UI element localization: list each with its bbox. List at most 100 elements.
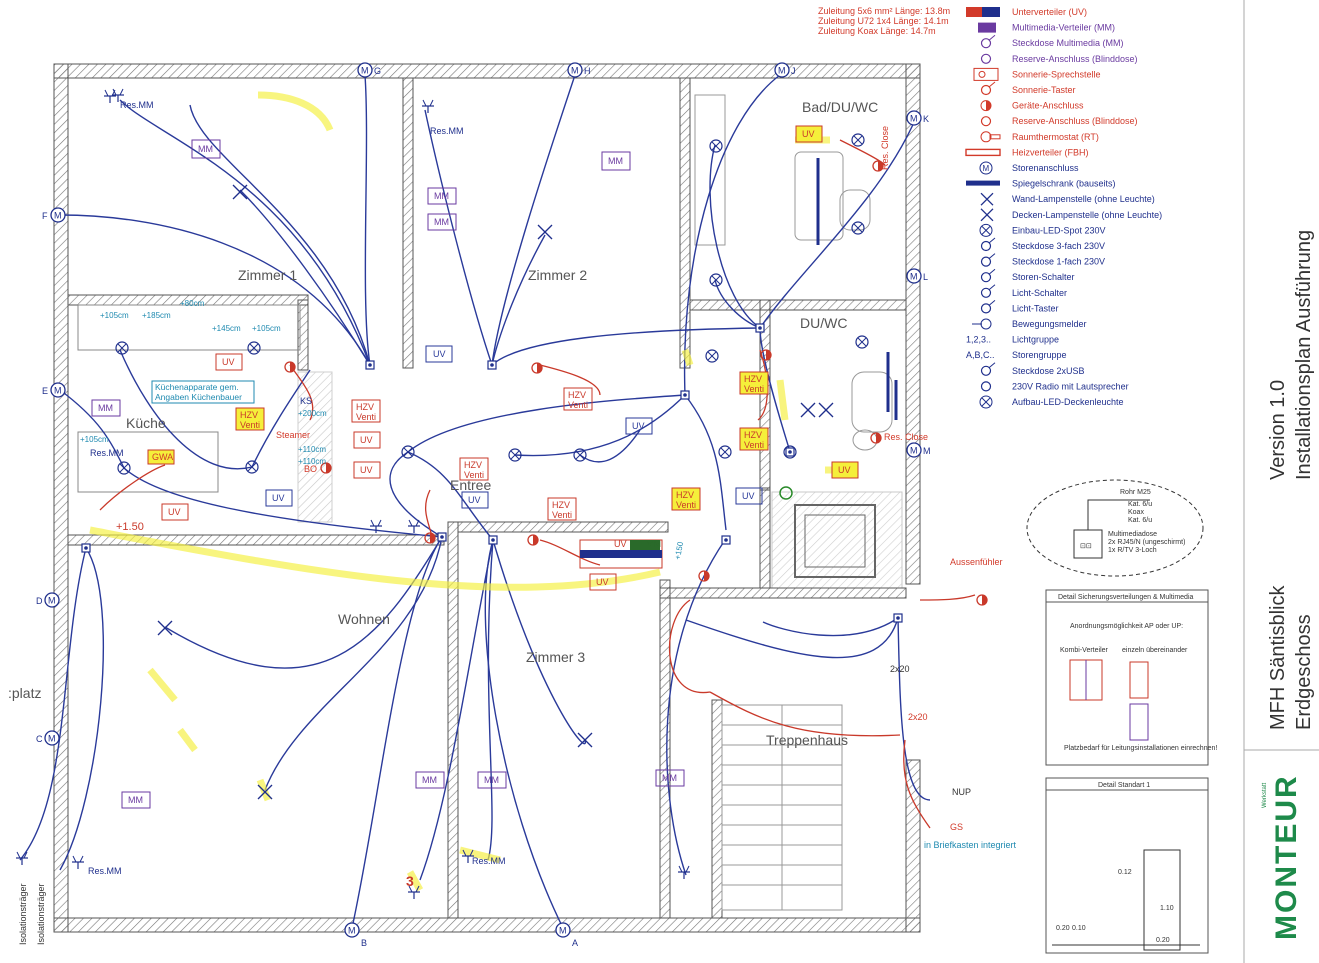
device-outlet-icon bbox=[527, 534, 539, 546]
junction-box-icon bbox=[488, 535, 498, 545]
svg-text:MM: MM bbox=[98, 403, 113, 413]
legend-label: Sonnerie-Sprechstelle bbox=[1012, 69, 1101, 79]
light-button-icon bbox=[980, 300, 996, 314]
legend-row: Heizverteiler (FBH) bbox=[965, 147, 1089, 157]
feed-info: Zuleitung 5x6 mm² Länge: 13.8m Zuleitung… bbox=[818, 6, 950, 36]
detail-text: Kombi-Verteiler bbox=[1060, 647, 1109, 654]
svg-text:1,2,3..: 1,2,3.. bbox=[966, 335, 991, 345]
mirror-cabinet-icon bbox=[966, 180, 1000, 186]
uv-box: UV bbox=[625, 417, 653, 435]
ceiling-lamp-icon bbox=[577, 732, 593, 748]
multimedia-box-line: 2x RJ45/N (ungeschirmt) bbox=[1108, 539, 1185, 546]
mm-box: MM bbox=[427, 187, 457, 205]
fridge-label: KS bbox=[300, 396, 312, 406]
legend-row: Geräte-Anschluss bbox=[980, 100, 1084, 112]
legend-label: Storen-Schalter bbox=[1012, 272, 1075, 282]
feed-line: Zuleitung Koax Länge: 14.7m bbox=[818, 26, 936, 36]
kitchen-appliance-note: Küchenapparate gem. bbox=[155, 382, 239, 392]
legend-row: Raumthermostat (RT) bbox=[980, 131, 1099, 143]
isolation-carrier-label-1: Isolationsträger bbox=[18, 883, 28, 945]
device-outlet-icon bbox=[320, 462, 332, 474]
svg-text:Venti: Venti bbox=[676, 500, 696, 510]
height-dim: +200cm bbox=[298, 409, 327, 418]
svg-text:UV: UV bbox=[222, 357, 235, 367]
title-block: Version 1.0 Installationsplan Ausführung… bbox=[1243, 0, 1319, 963]
staircase bbox=[721, 704, 843, 911]
svg-text:M: M bbox=[54, 211, 62, 221]
legend-label: Raumthermostat (RT) bbox=[1012, 132, 1099, 142]
blind-marker-letter: B bbox=[361, 938, 367, 948]
wiring-red bbox=[99, 139, 976, 829]
mm-box: MM bbox=[427, 213, 457, 231]
legend-label: Aufbau-LED-Deckenleuchte bbox=[1012, 397, 1124, 407]
light-switch-icon bbox=[980, 284, 996, 298]
device-outlet-icon bbox=[760, 349, 772, 361]
led-spot-icon bbox=[851, 221, 865, 235]
svg-text:MM: MM bbox=[198, 144, 213, 154]
blind-marker-letter: F bbox=[42, 211, 48, 221]
svg-text:M: M bbox=[983, 164, 990, 173]
legend-row: Reserve-Anschluss (Blinddose) bbox=[980, 53, 1138, 64]
multimedia-box-line: 1x R/TV 3-Loch bbox=[1108, 547, 1157, 554]
legend-label: Steckdose 3-fach 230V bbox=[1012, 241, 1105, 251]
blind-group-text: A,B,C.. bbox=[966, 350, 995, 360]
blind-switch-icon bbox=[980, 268, 996, 283]
mm-box: MM bbox=[91, 399, 121, 417]
legend: Unterverteiler (UV)Multimedia-Verteiler … bbox=[965, 7, 1162, 409]
outdoor-sensor-label: Aussenfühler bbox=[950, 557, 1003, 567]
height-dim: +110cm bbox=[298, 457, 326, 466]
legend-row: Bewegungsmelder bbox=[972, 318, 1087, 330]
svg-text:Venti: Venti bbox=[552, 510, 572, 520]
blind-marker-letter: A bbox=[572, 938, 578, 948]
blind-marker: MF bbox=[42, 207, 66, 223]
svg-text:A,B,C..: A,B,C.. bbox=[966, 350, 995, 360]
dishwasher-label: GWA bbox=[152, 452, 173, 462]
ceiling-lamp-icon bbox=[257, 784, 273, 800]
elevator-shaft bbox=[771, 491, 903, 589]
svg-text:Venti: Venti bbox=[744, 440, 764, 450]
mm-box: MM bbox=[415, 771, 445, 789]
uv-box: UV bbox=[215, 353, 243, 371]
mm-box: MM bbox=[655, 769, 685, 787]
detail-multimedia: ⊡⊡ Rohr M25 Kat. 6/u Koax Kat. 6/u Multi… bbox=[1026, 479, 1204, 577]
legend-label: Reserve-Anschluss (Blinddose) bbox=[1012, 54, 1138, 64]
svg-text:3: 3 bbox=[406, 873, 414, 889]
svg-text:MM: MM bbox=[422, 775, 437, 785]
legend-label: Decken-Lampenstelle (ohne Leuchte) bbox=[1012, 210, 1162, 220]
floor-name: Erdgeschoss bbox=[1293, 614, 1315, 730]
svg-text:MM: MM bbox=[646, 539, 661, 549]
uv-box: UV bbox=[795, 125, 823, 143]
light-group-text: 1,2,3.. bbox=[966, 335, 991, 345]
socket-triple-icon bbox=[112, 88, 124, 102]
svg-text:HZV: HZV bbox=[568, 390, 586, 400]
svg-text:MM: MM bbox=[434, 217, 449, 227]
legend-row: Sonnerie-Sprechstelle bbox=[973, 67, 1101, 81]
legend-label: Reserve-Anschluss (Blinddose) bbox=[1012, 116, 1138, 126]
bathroom-fixtures bbox=[694, 94, 893, 451]
room-label-duwc: DU/WC bbox=[800, 315, 847, 331]
heating-manifold-icon bbox=[965, 148, 1001, 157]
legend-row: Licht-Taster bbox=[980, 300, 1059, 314]
detail-text: Platzbedarf für Leitungsinstallationen e… bbox=[1064, 745, 1217, 752]
junction-box-icon bbox=[680, 390, 690, 400]
uv-box: UV bbox=[589, 573, 617, 591]
legend-label: Wand-Lampenstelle (ohne Leuchte) bbox=[1012, 194, 1155, 204]
svg-text:UV: UV bbox=[596, 577, 609, 587]
uv-box: UV bbox=[461, 491, 489, 509]
room-label-treppenhaus: Treppenhaus bbox=[766, 732, 848, 748]
led-spot-icon bbox=[851, 133, 865, 147]
conduit-line: Kat. 6/u bbox=[1128, 517, 1152, 524]
svg-text:M: M bbox=[910, 446, 918, 456]
ceiling-lamp-icon bbox=[800, 402, 816, 418]
steamer-label: Steamer bbox=[276, 430, 310, 440]
legend-label: Licht-Schalter bbox=[1012, 288, 1067, 298]
legend-row: Steckdose Multimedia (MM) bbox=[980, 34, 1124, 49]
svg-text:UV: UV bbox=[168, 507, 181, 517]
svg-text:MM: MM bbox=[128, 795, 143, 805]
socket-triple-icon bbox=[678, 865, 690, 879]
multimedia-box-title: Multimediadose bbox=[1108, 531, 1157, 538]
